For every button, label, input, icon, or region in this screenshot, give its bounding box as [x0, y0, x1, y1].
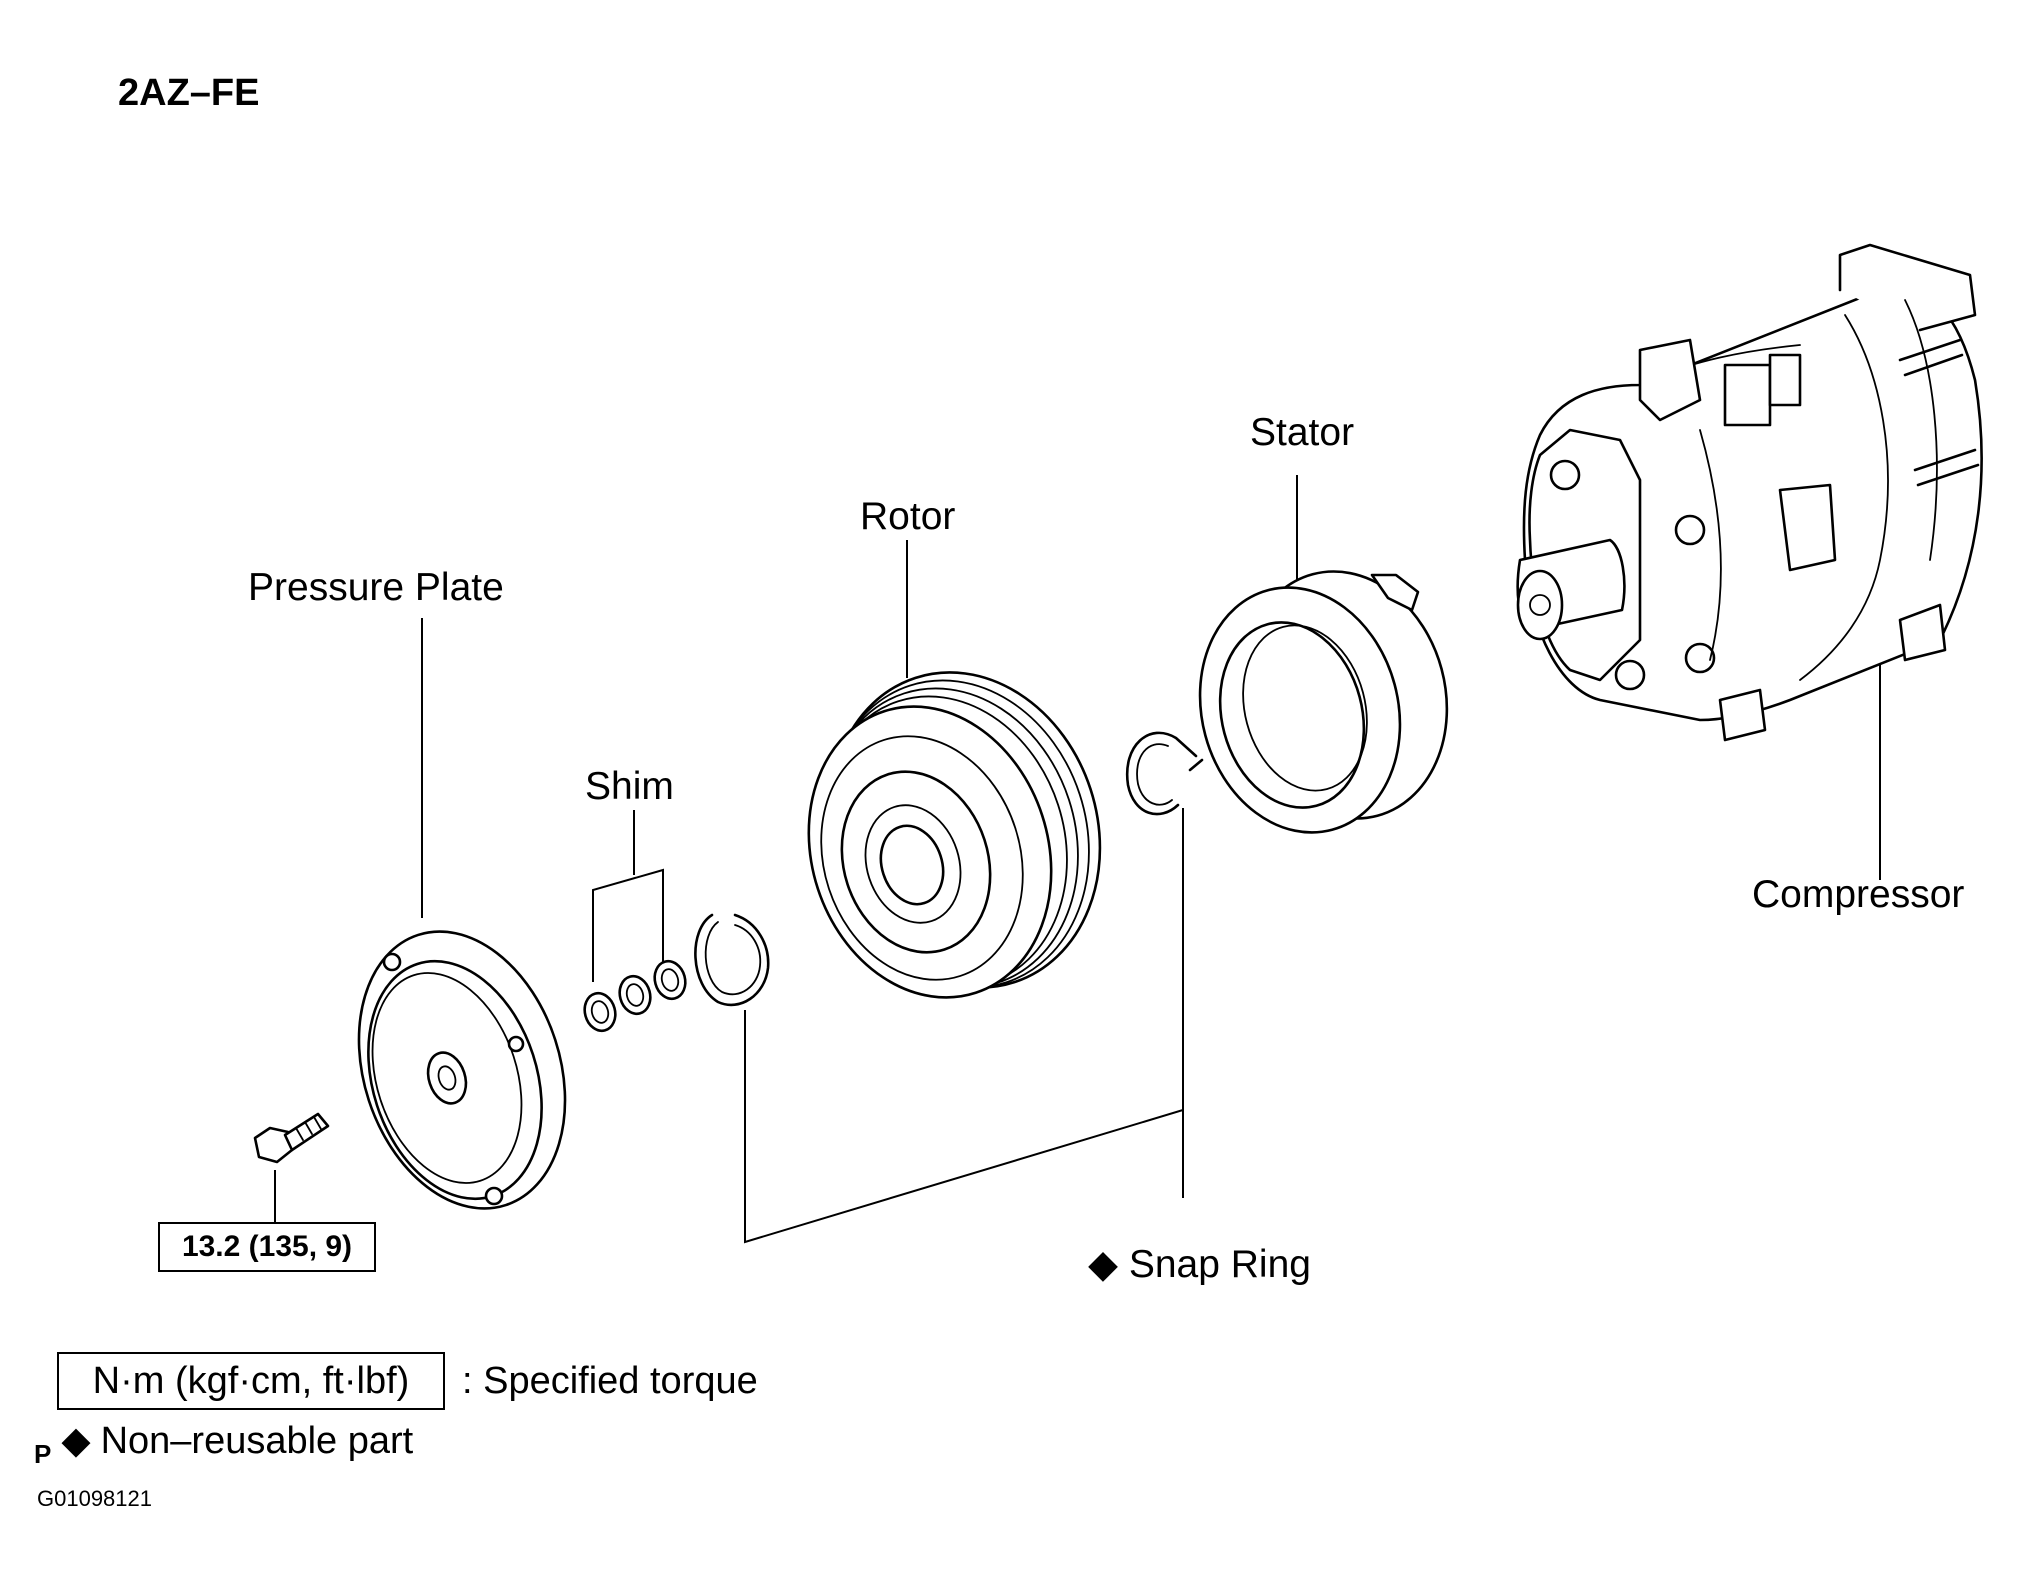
rotor-label: Rotor	[860, 495, 956, 538]
snap-ring-text: Snap Ring	[1128, 1243, 1311, 1286]
non-reusable-description: Non–reusable part	[100, 1420, 414, 1462]
torque-legend-description: : Specified torque	[462, 1360, 758, 1402]
shim-parts	[583, 959, 687, 1033]
pressure-plate-label: Pressure Plate	[248, 566, 504, 609]
bolt-part	[253, 1112, 330, 1164]
figure-id: G01098121	[37, 1486, 152, 1511]
non-reusable-symbol: ◆	[1088, 1243, 1118, 1286]
snap-ring-inner-part	[694, 913, 770, 1007]
stator-label: Stator	[1250, 411, 1355, 454]
non-reusable-symbol-legend: ◆	[61, 1420, 91, 1462]
torque-units-legend-box: N·m (kgf·cm, ft·lbf)	[57, 1352, 445, 1410]
pressure-plate-part	[357, 930, 567, 1210]
non-reusable-legend: P ◆ Non–reusable part	[34, 1418, 414, 1469]
compressor-label: Compressor	[1752, 873, 1965, 916]
snap-ring-outer-part	[1125, 731, 1204, 816]
stator-part	[1198, 570, 1449, 834]
torque-spec-box: 13.2 (135, 9)	[158, 1222, 376, 1272]
snap-ring-label: ◆ Snap Ring	[1088, 1245, 1311, 1284]
rotor-part	[807, 671, 1102, 999]
engine-code-title: 2AZ–FE	[118, 72, 260, 114]
shim-label: Shim	[585, 765, 674, 808]
legend-prefix: P	[34, 1439, 52, 1469]
leader-lines	[274, 475, 1881, 1244]
compressor-part	[1516, 243, 1983, 742]
